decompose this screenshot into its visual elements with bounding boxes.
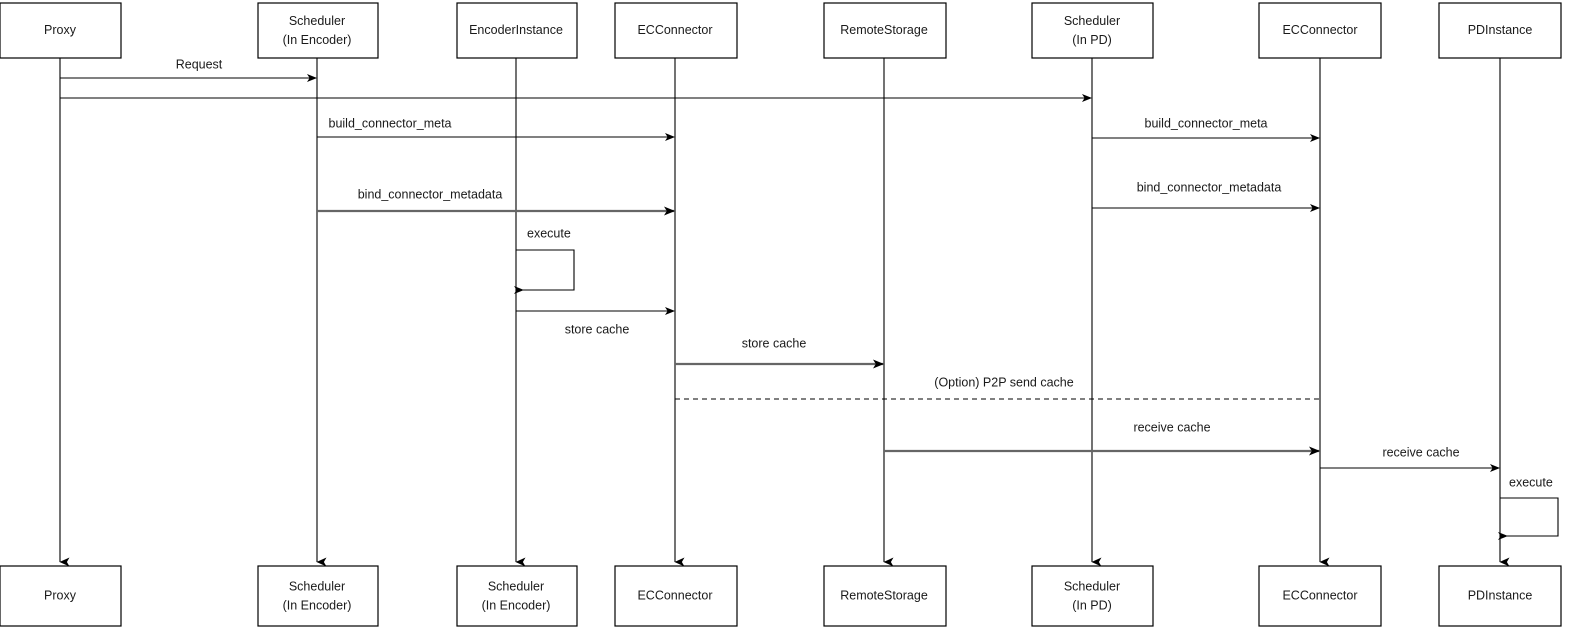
participant-header-ec_conn_r[interactable]: ECConnector xyxy=(1258,2,1382,59)
participant-header-subtitle: (In Encoder) xyxy=(283,33,352,47)
participant-footer-box xyxy=(1438,565,1562,627)
participant-header-pd_inst[interactable]: PDInstance xyxy=(1438,2,1562,59)
participant-header-box xyxy=(456,2,578,59)
participant-header-title: ECConnector xyxy=(1282,23,1357,37)
message-label: Request xyxy=(176,57,223,71)
participant-header-title: Proxy xyxy=(44,23,77,37)
participant-footer-subtitle: (In Encoder) xyxy=(283,598,352,612)
participant-footer-title: ECConnector xyxy=(637,588,712,602)
participant-footer-title: Scheduler xyxy=(289,579,345,593)
participant-header-box xyxy=(1031,2,1154,59)
participant-footer-box xyxy=(823,565,947,627)
message-label: execute xyxy=(527,226,571,240)
message-label: store cache xyxy=(565,322,630,336)
participant-footer-ec_conn_l[interactable]: ECConnector xyxy=(614,565,738,627)
participant-header-sched_enc[interactable]: Scheduler (In Encoder) xyxy=(257,2,379,59)
message-label: store cache xyxy=(742,336,807,350)
message-m3[interactable]: build_connector_meta xyxy=(317,116,675,141)
participant-header-box xyxy=(1438,2,1562,59)
participant-footer-box xyxy=(257,565,379,627)
participant-footer-subtitle: (In Encoder) xyxy=(482,598,551,612)
message-label: (Option) P2P send cache xyxy=(934,375,1073,389)
participant-footer-proxy[interactable]: Proxy xyxy=(0,565,122,627)
participant-header-title: Scheduler xyxy=(289,14,345,28)
participant-header-proxy[interactable]: Proxy xyxy=(0,2,122,59)
self-message-path xyxy=(1498,497,1559,540)
participant-footer-pd_inst[interactable]: PDInstance xyxy=(1438,565,1562,627)
message-m4[interactable]: build_connector_meta xyxy=(1092,116,1320,142)
participant-header-encoder_inst[interactable]: EncoderInstance xyxy=(456,2,578,59)
participant-header-subtitle: (In PD) xyxy=(1072,33,1112,47)
message-label: receive cache xyxy=(1382,445,1459,459)
message-label: build_connector_meta xyxy=(1145,116,1268,130)
participant-footer-title: Scheduler xyxy=(488,579,544,593)
participant-header-title: Scheduler xyxy=(1064,14,1120,28)
participant-header-title: ECConnector xyxy=(637,23,712,37)
message-m7[interactable]: execute xyxy=(514,226,575,294)
message-m12[interactable]: receive cache xyxy=(1320,445,1500,472)
message-m6[interactable]: bind_connector_metadata xyxy=(1092,180,1320,212)
message-label: bind_connector_metadata xyxy=(358,187,503,201)
participant-footer-remote_store[interactable]: RemoteStorage xyxy=(823,565,947,627)
participant-footer-title: ECConnector xyxy=(1282,588,1357,602)
participant-footer-title: Scheduler xyxy=(1064,579,1120,593)
participant-header-box xyxy=(614,2,738,59)
message-m5[interactable]: bind_connector_metadata xyxy=(317,187,675,216)
message-m13[interactable]: execute xyxy=(1498,475,1559,540)
lifelines-layer xyxy=(59,58,1510,567)
participant-header-box xyxy=(1258,2,1382,59)
participant-footer-sched_pd[interactable]: Scheduler (In PD) xyxy=(1031,565,1154,627)
participant-footer-ec_conn_r[interactable]: ECConnector xyxy=(1258,565,1382,627)
participant-footer-title: Proxy xyxy=(44,588,77,602)
participant-header-title: RemoteStorage xyxy=(840,23,928,37)
participant-footer-box xyxy=(614,565,738,627)
message-m11[interactable]: receive cache xyxy=(884,420,1320,456)
message-m10[interactable]: (Option) P2P send cache xyxy=(675,375,1320,400)
participant-header-title: EncoderInstance xyxy=(469,23,563,37)
participant-footer-encoder_inst[interactable]: Scheduler (In Encoder) xyxy=(456,565,578,627)
participant-footer-box xyxy=(1031,565,1154,627)
participant-header-sched_pd[interactable]: Scheduler (In PD) xyxy=(1031,2,1154,59)
participant-footers-layer: Proxy Scheduler (In Encoder) Scheduler (In E… xyxy=(0,565,1562,627)
participant-headers-layer: Proxy Scheduler (In Encoder) EncoderInstanc… xyxy=(0,2,1562,59)
self-message-path xyxy=(514,249,575,294)
participant-footer-title: RemoteStorage xyxy=(840,588,928,602)
participant-footer-box xyxy=(456,565,578,627)
participant-footer-title: PDInstance xyxy=(1468,588,1533,602)
message-m8[interactable]: store cache xyxy=(516,307,675,336)
participant-footer-sched_enc[interactable]: Scheduler (In Encoder) xyxy=(257,565,379,627)
message-label: build_connector_meta xyxy=(329,116,452,130)
participant-header-title: PDInstance xyxy=(1468,23,1533,37)
participant-header-box xyxy=(257,2,379,59)
participant-header-box xyxy=(0,2,122,59)
message-label: receive cache xyxy=(1133,420,1210,434)
message-label: execute xyxy=(1509,475,1553,489)
participant-footer-subtitle: (In PD) xyxy=(1072,598,1112,612)
participant-header-remote_store[interactable]: RemoteStorage xyxy=(823,2,947,59)
participant-header-box xyxy=(823,2,947,59)
participant-header-ec_conn_l[interactable]: ECConnector xyxy=(614,2,738,59)
messages-layer: Request build_connector_meta build_connect… xyxy=(60,57,1559,540)
message-m1[interactable]: Request xyxy=(60,57,317,82)
message-m9[interactable]: store cache xyxy=(675,336,884,369)
participant-footer-box xyxy=(1258,565,1382,627)
message-label: bind_connector_metadata xyxy=(1137,180,1282,194)
participant-footer-box xyxy=(0,565,122,627)
